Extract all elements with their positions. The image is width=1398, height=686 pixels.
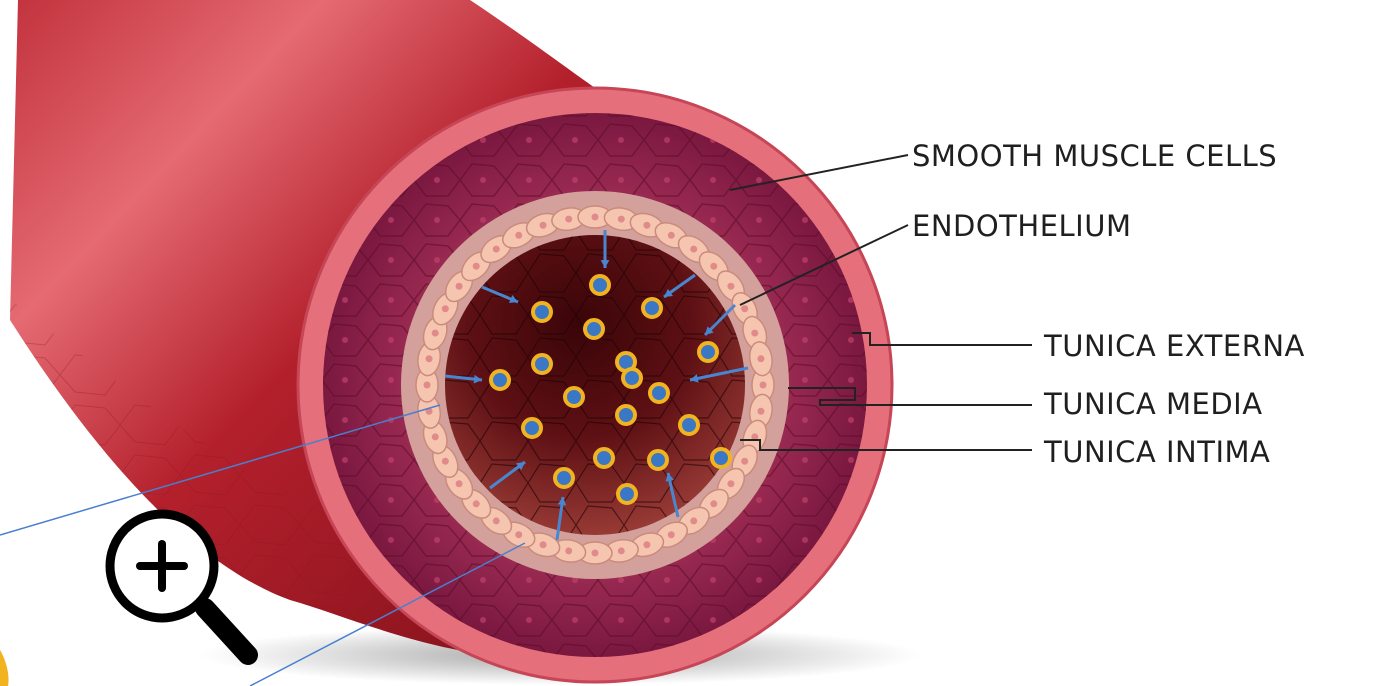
particle xyxy=(555,469,573,487)
particle xyxy=(565,388,583,406)
cell-nucleus xyxy=(760,382,767,389)
corner-accent xyxy=(0,650,9,686)
particle xyxy=(712,449,730,467)
cell-nucleus xyxy=(741,305,748,312)
cell-nucleus xyxy=(710,500,717,507)
particle xyxy=(623,369,641,387)
cell-nucleus xyxy=(540,541,547,548)
cell-nucleus xyxy=(565,216,572,223)
particle xyxy=(585,320,603,338)
cell-nucleus xyxy=(592,214,599,221)
cell-nucleus xyxy=(668,232,675,239)
particle xyxy=(523,419,541,437)
cell-nucleus xyxy=(515,232,522,239)
particle xyxy=(533,355,551,373)
cell-nucleus xyxy=(442,458,449,465)
particle xyxy=(680,416,698,434)
cell-nucleus xyxy=(592,550,599,557)
cell-nucleus xyxy=(565,547,572,554)
particle xyxy=(595,449,613,467)
cell-nucleus xyxy=(424,382,431,389)
cell-nucleus xyxy=(690,517,697,524)
cell-nucleus xyxy=(690,246,697,253)
cell-nucleus xyxy=(618,216,625,223)
cell-nucleus xyxy=(540,222,547,229)
label-tunica-intima: TUNICA INTIMA xyxy=(1043,435,1270,469)
cell-nucleus xyxy=(741,458,748,465)
cell-nucleus xyxy=(643,222,650,229)
particle xyxy=(650,384,668,402)
cell-nucleus xyxy=(727,283,734,290)
cell-nucleus xyxy=(493,517,500,524)
particle xyxy=(699,343,717,361)
particle xyxy=(533,303,551,321)
particle xyxy=(591,276,609,294)
cell-nucleus xyxy=(618,547,625,554)
cell-nucleus xyxy=(432,433,439,440)
particle xyxy=(643,299,661,317)
cell-nucleus xyxy=(643,541,650,548)
cell-nucleus xyxy=(473,263,480,270)
cell-nucleus xyxy=(515,531,522,538)
label-tunica-externa: TUNICA EXTERNA xyxy=(1043,329,1305,363)
cell-nucleus xyxy=(456,283,463,290)
particle xyxy=(491,371,509,389)
cell-nucleus xyxy=(426,355,433,362)
particle xyxy=(649,451,667,469)
cell-nucleus xyxy=(751,330,758,337)
cell-nucleus xyxy=(473,500,480,507)
cell-nucleus xyxy=(493,246,500,253)
particle xyxy=(618,485,636,503)
label-endothelium: ENDOTHELIUM xyxy=(912,209,1131,243)
label-smooth-muscle-cells: SMOOTH MUSCLE CELLS xyxy=(912,139,1277,173)
cell-nucleus xyxy=(668,531,675,538)
cell-nucleus xyxy=(442,305,449,312)
cell-nucleus xyxy=(456,480,463,487)
particle xyxy=(617,406,635,424)
label-tunica-media: TUNICA MEDIA xyxy=(1043,387,1263,421)
cell-nucleus xyxy=(757,355,764,362)
cell-nucleus xyxy=(432,330,439,337)
cell-nucleus xyxy=(757,408,764,415)
cell-nucleus xyxy=(727,480,734,487)
cell-nucleus xyxy=(710,263,717,270)
